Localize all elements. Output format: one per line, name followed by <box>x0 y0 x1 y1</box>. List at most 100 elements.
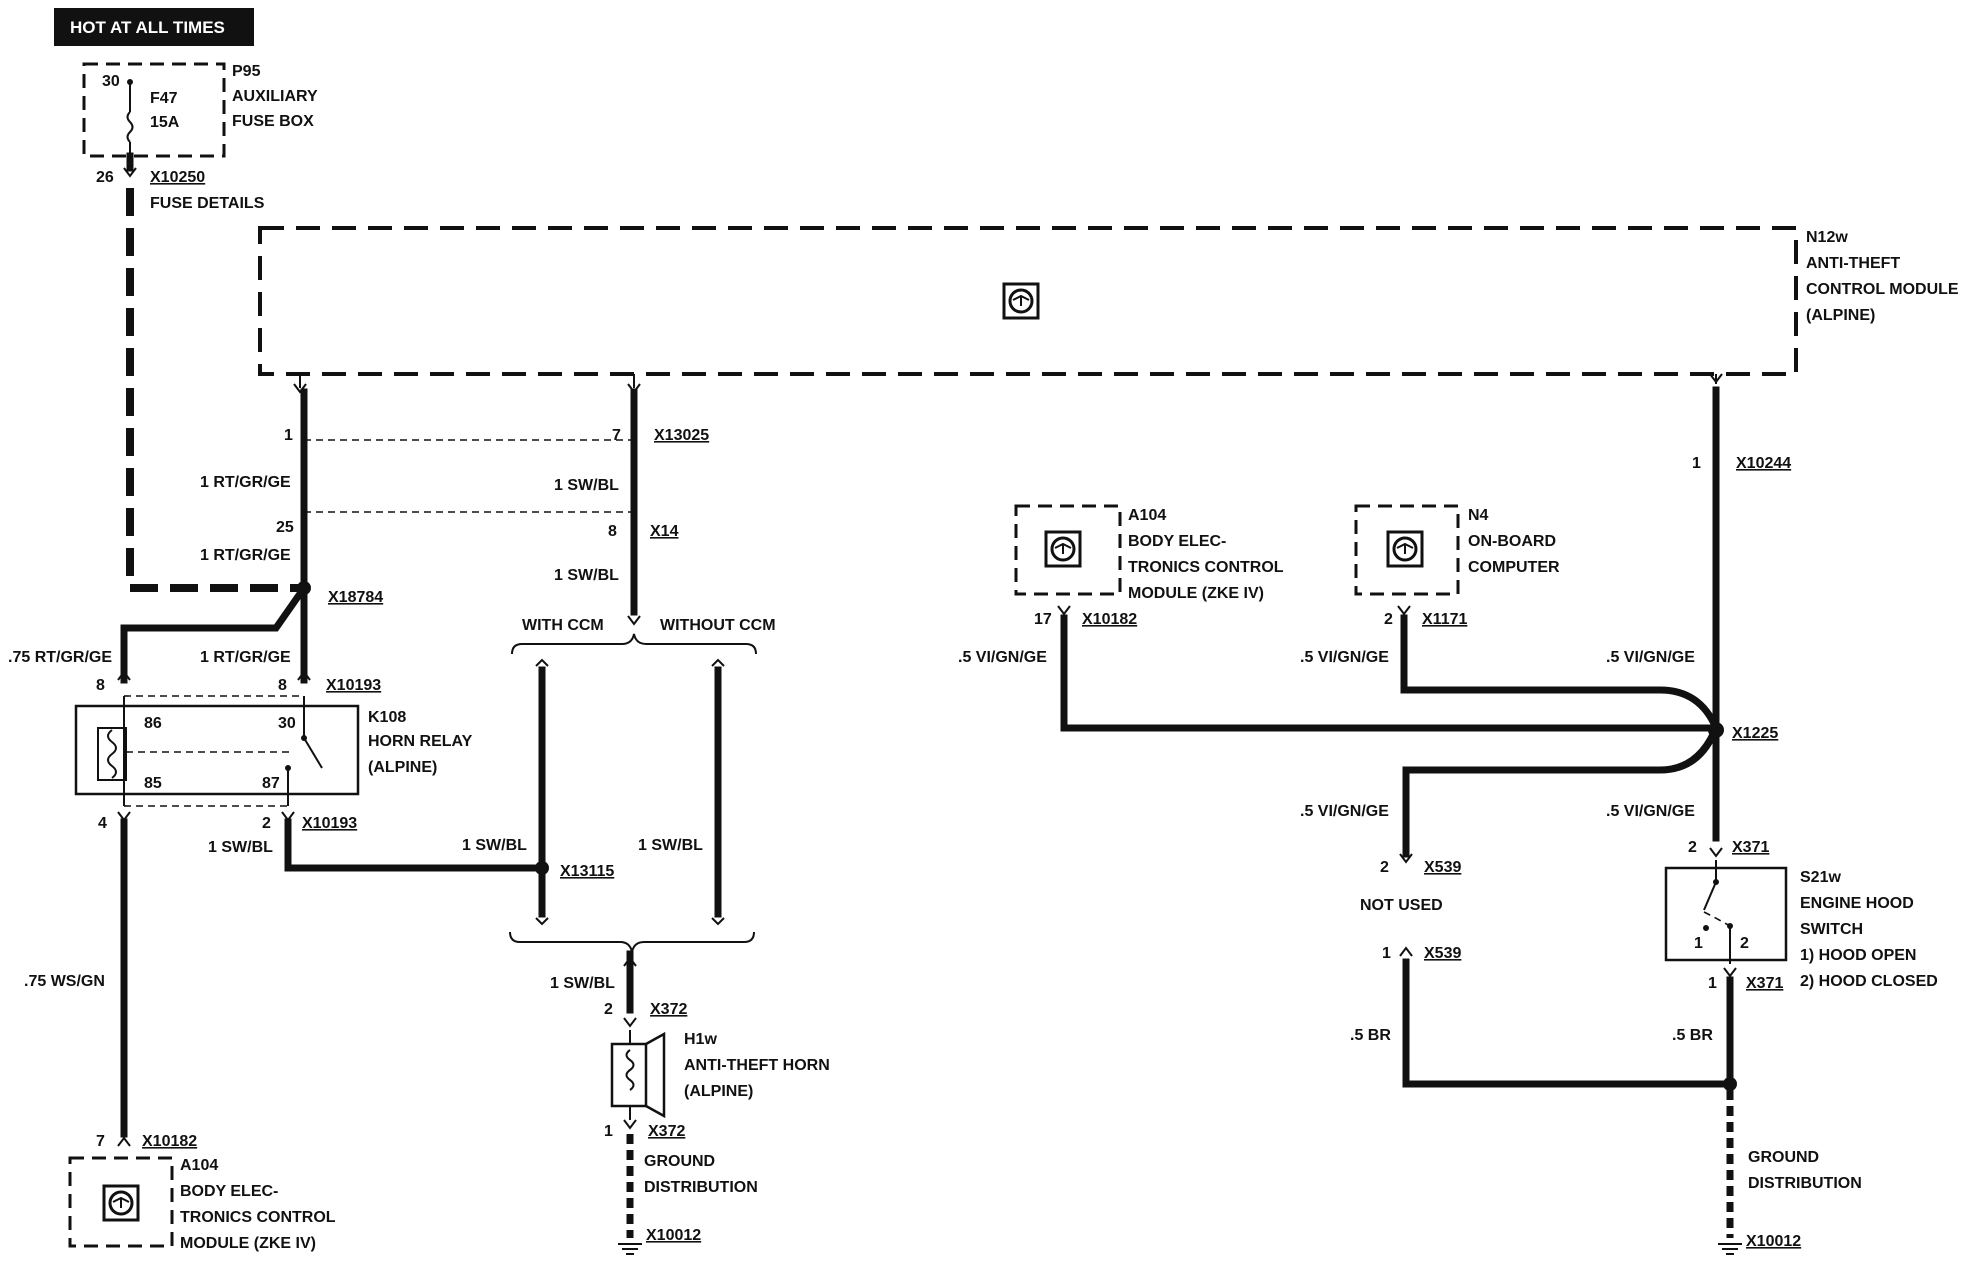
connector-x10193-top[interactable]: X10193 <box>326 677 381 694</box>
connector-x539-bottom[interactable]: X539 <box>1424 945 1461 962</box>
connector-x1225[interactable]: X1225 <box>1732 725 1778 742</box>
hood-switch-contact-icon <box>1703 881 1717 911</box>
wire-label-br-right: .5 BR <box>1672 1027 1713 1044</box>
module-icon <box>1392 536 1418 562</box>
hood-switch-line1: ENGINE HOOD <box>1800 895 1914 912</box>
zke-left-line2: TRONICS CONTROL <box>180 1209 336 1226</box>
engine-hood-switch[interactable]: 1 2 S21w ENGINE HOOD SWITCH 1) HOOD OPEN… <box>1664 860 1938 990</box>
fuse-box-line2: FUSE BOX <box>232 113 314 130</box>
ground-center-line2: DISTRIBUTION <box>644 1179 758 1196</box>
pin-1-hood: 1 <box>1708 975 1717 992</box>
wire-075-rt-gr-ge <box>120 583 309 684</box>
wire-label-sw-bl-1: 1 SW/BL <box>554 477 619 494</box>
header-title: HOT AT ALL TIMES <box>70 18 225 37</box>
relay-name: K108 <box>368 709 406 726</box>
with-ccm-label: WITH CCM <box>522 617 604 634</box>
anti-theft-control-module[interactable]: N12w ANTI-THEFT CONTROL MODULE (ALPINE) <box>258 226 1959 376</box>
connector-x13025[interactable]: X13025 <box>654 427 709 444</box>
relay-line2: (ALPINE) <box>368 759 437 776</box>
zke-left-line1: BODY ELEC- <box>180 1183 278 1200</box>
pin-1: 1 <box>284 427 293 444</box>
connector-x10012-right[interactable]: X10012 <box>1746 1233 1801 1250</box>
horn-line2: (ALPINE) <box>684 1083 753 1100</box>
wire-label-vi-zke: .5 VI/GN/GE <box>958 649 1047 666</box>
fuse-box-name: P95 <box>232 63 261 80</box>
zke-left-name: A104 <box>180 1157 218 1174</box>
connector-x10182-right[interactable]: X10182 <box>1082 611 1137 628</box>
pin-1-x10244: 1 <box>1692 455 1701 472</box>
hood-state-open: 1) HOOD OPEN <box>1800 947 1916 964</box>
header-badge: HOT AT ALL TIMES <box>54 8 254 46</box>
wire-relay-to-horn <box>284 818 546 872</box>
wire-label-sw-bl-horn: 1 SW/BL <box>550 975 615 992</box>
wire-label-br-left: .5 BR <box>1350 1027 1391 1044</box>
wire-obc-to-x1225 <box>1400 614 1721 733</box>
pin-8-x14: 8 <box>608 523 617 540</box>
horn-relay-k108[interactable]: 86 30 85 87 K108 HORN RELAY (ALPINE) <box>74 696 473 806</box>
fuse-box-p95[interactable]: 30 F47 15A P95 AUXILIARY FUSE BOX <box>82 62 318 158</box>
connector-x10012-center[interactable]: X10012 <box>646 1227 701 1244</box>
fuse-details-label[interactable]: FUSE DETAILS <box>150 195 265 212</box>
zke-left-line3: MODULE (ZKE IV) <box>180 1235 316 1252</box>
wire-label-sw-bl-without: 1 SW/BL <box>638 837 703 854</box>
fuse-pin-30: 30 <box>102 73 120 90</box>
anti-theft-horn[interactable]: H1w ANTI-THEFT HORN (ALPINE) <box>610 1030 830 1120</box>
fuse-box-line1: AUXILIARY <box>232 88 318 105</box>
zke-right-line1: BODY ELEC- <box>1128 533 1226 550</box>
relay-contact-icon <box>303 737 323 769</box>
pin-25: 25 <box>276 519 294 536</box>
splice-ground-right <box>1723 1077 1737 1091</box>
hood-pin-1: 1 <box>1694 935 1703 952</box>
hood-pin-2: 2 <box>1740 935 1749 952</box>
horn-name: H1w <box>684 1031 717 1048</box>
fuse-rating: 15A <box>150 114 180 131</box>
splice-x13115 <box>535 861 549 875</box>
obc-line1: ON-BOARD <box>1468 533 1556 550</box>
wire-label-sw-bl-2: 1 SW/BL <box>554 567 619 584</box>
wire-label-sw-bl-relay: 1 SW/BL <box>208 839 273 856</box>
not-used-label: NOT USED <box>1360 897 1443 914</box>
module-name: N12w <box>1806 229 1848 246</box>
connector-x10193-bottom[interactable]: X10193 <box>302 815 357 832</box>
relay-coil-icon <box>107 729 117 779</box>
connector-x10182-left[interactable]: X10182 <box>142 1133 197 1150</box>
body-electronics-module-right[interactable]: A104 BODY ELEC- TRONICS CONTROL MODULE (… <box>1014 504 1284 602</box>
pin-17: 17 <box>1034 611 1052 628</box>
wire-label-1: 1 RT/GR/GE <box>200 474 291 491</box>
module-icon <box>1008 288 1034 314</box>
module-line3: (ALPINE) <box>1806 307 1875 324</box>
module-icon <box>1050 536 1076 562</box>
connector-x539-top[interactable]: X539 <box>1424 859 1461 876</box>
connector-x10250[interactable]: X10250 <box>150 169 205 186</box>
pin-2-horn: 2 <box>604 1001 613 1018</box>
body-electronics-module-left[interactable]: A104 BODY ELEC- TRONICS CONTROL MODULE (… <box>68 1156 336 1252</box>
connector-x14[interactable]: X14 <box>650 523 679 540</box>
module-icon <box>108 1190 134 1216</box>
module-line2: CONTROL MODULE <box>1806 281 1959 298</box>
relay-pin-30: 30 <box>278 715 296 732</box>
ground-symbol-center <box>618 1243 642 1255</box>
wire-label-vi-main: .5 VI/GN/GE <box>1606 649 1695 666</box>
pin-1-x539: 1 <box>1382 945 1391 962</box>
connector-x372-bottom[interactable]: X372 <box>648 1123 685 1140</box>
zke-right-line3: MODULE (ZKE IV) <box>1128 585 1264 602</box>
wire-label-075: .75 RT/GR/GE <box>8 649 112 666</box>
ground-right-line2: DISTRIBUTION <box>1748 1175 1862 1192</box>
relay-pin-86: 86 <box>144 715 162 732</box>
hood-state-closed: 2) HOOD CLOSED <box>1800 973 1938 990</box>
connector-x1171[interactable]: X1171 <box>1422 611 1467 628</box>
connector-x371-bottom[interactable]: X371 <box>1746 975 1783 992</box>
hood-switch-line2: SWITCH <box>1800 921 1863 938</box>
pin-1-horn: 1 <box>604 1123 613 1140</box>
zke-right-line2: TRONICS CONTROL <box>1128 559 1284 576</box>
relay-line1: HORN RELAY <box>368 733 473 750</box>
connector-x13115[interactable]: X13115 <box>560 863 614 880</box>
pin-8-left: 8 <box>96 677 105 694</box>
connector-x371-top[interactable]: X371 <box>1732 839 1769 856</box>
connector-x372-top[interactable]: X372 <box>650 1001 687 1018</box>
connector-x18784[interactable]: X18784 <box>328 589 383 606</box>
wire-label-vi-x539: .5 VI/GN/GE <box>1300 803 1389 820</box>
on-board-computer[interactable]: N4 ON-BOARD COMPUTER <box>1354 504 1560 596</box>
wire-label-ws-gn: .75 WS/GN <box>24 973 105 990</box>
connector-x10244[interactable]: X10244 <box>1736 455 1791 472</box>
